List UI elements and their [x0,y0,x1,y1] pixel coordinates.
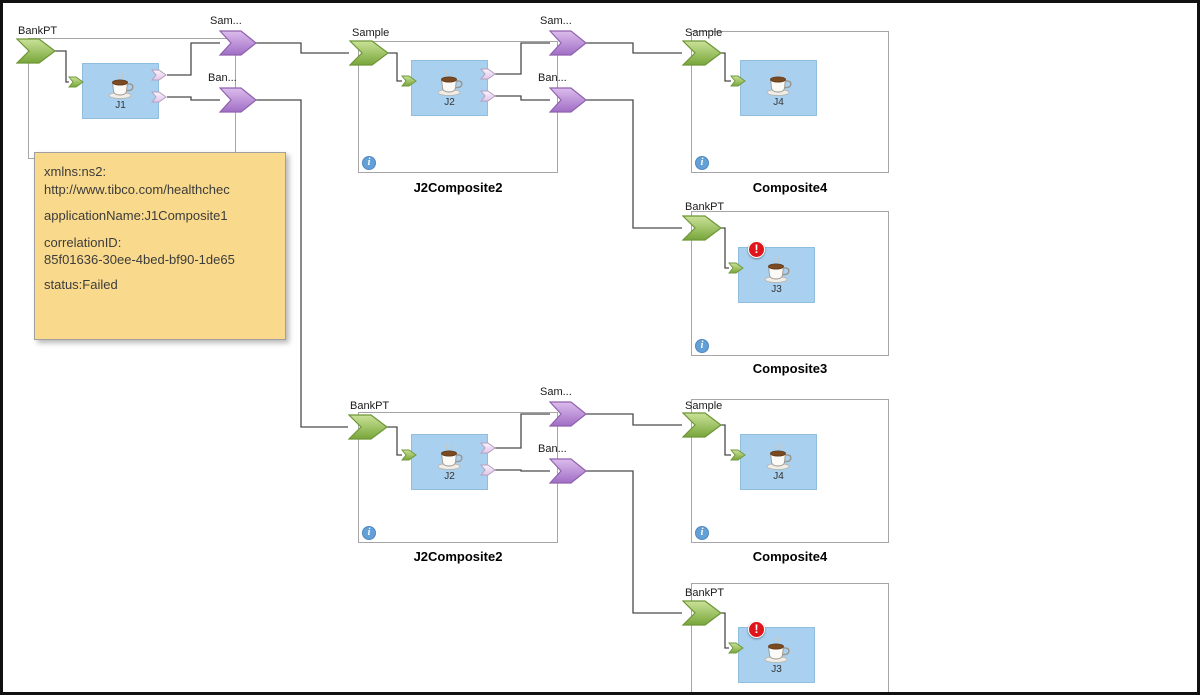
input-arrow-icon[interactable] [682,39,722,67]
input-port-label: BankPT [685,587,725,599]
error-glyph: ! [754,622,759,636]
input-port-label: BankPT [350,400,390,412]
input-arrow-icon[interactable] [16,37,56,65]
component-input-port-icon[interactable] [401,447,417,463]
component-output-port-icon[interactable] [480,88,496,104]
component-name: J2 [444,96,455,108]
component-output-port-icon[interactable] [480,440,496,456]
info-icon[interactable]: i [695,339,709,353]
tooltip-line: correlationID: [44,234,122,250]
java-cup-icon [437,443,463,470]
component-output-port-icon[interactable] [151,89,167,105]
status-tooltip: xmlns:ns2: http://www.tibco.com/healthch… [34,152,286,340]
java-cup-icon [764,256,790,283]
output-port-label: Ban... [208,72,237,84]
info-icon[interactable]: i [695,156,709,170]
composite-label: Composite3 [752,361,828,376]
info-icon[interactable]: i [695,526,709,540]
component-j2[interactable]: J2 [411,434,488,490]
component-input-port-icon[interactable] [401,73,417,89]
component-output-port-icon[interactable] [480,66,496,82]
java-cup-icon [764,636,790,663]
composite-box[interactable] [691,399,889,543]
component-name: J4 [773,96,784,108]
connector-line [586,470,682,614]
composite-box[interactable] [691,583,889,692]
input-arrow-icon[interactable] [682,599,722,627]
input-port-label: Sample [685,400,723,412]
input-arrow-icon[interactable] [682,214,722,242]
composite-box[interactable] [691,31,889,173]
component-j2[interactable]: J2 [411,60,488,116]
component-output-port-icon[interactable] [480,462,496,478]
input-port-label: BankPT [685,201,725,213]
info-glyph: i [367,157,371,168]
component-input-port-icon[interactable] [730,73,746,89]
info-glyph: i [700,340,704,351]
info-glyph: i [700,527,704,538]
input-port-label: Sample [685,27,723,39]
input-port-label: BankPT [18,25,58,37]
output-arrow-icon[interactable] [549,457,587,485]
info-icon[interactable]: i [362,526,376,540]
component-j4[interactable]: J4 [740,434,817,490]
info-glyph: i [367,527,371,538]
component-name: J3 [771,283,782,295]
component-j4[interactable]: J4 [740,60,817,116]
component-input-port-icon[interactable] [68,74,84,90]
output-arrow-icon[interactable] [219,29,257,57]
composite-label: J2Composite2 [413,180,503,195]
output-arrow-icon[interactable] [549,400,587,428]
input-arrow-icon[interactable] [682,411,722,439]
java-cup-icon [437,69,463,96]
output-arrow-icon[interactable] [549,86,587,114]
composite-box[interactable] [691,211,889,356]
output-port-label: Sam... [540,386,572,398]
composite-label: J2Composite2 [413,549,503,564]
composite-label: Composite4 [752,549,828,564]
output-port-label: Ban... [538,443,567,455]
tooltip-line: 85f01636-30ee-4bed-bf90-1de65 [44,252,235,268]
input-arrow-icon[interactable] [348,413,388,441]
component-name: J3 [771,663,782,675]
error-glyph: ! [754,242,759,256]
tooltip-line: http://www.tibco.com/healthchec [44,181,230,197]
connector-line [256,42,349,54]
output-arrow-icon[interactable] [549,29,587,57]
composite-label: Composite4 [752,180,828,195]
output-port-label: Sam... [210,15,242,27]
info-icon[interactable]: i [362,156,376,170]
component-input-port-icon[interactable] [730,447,746,463]
input-port-label: Sample [352,27,390,39]
error-icon[interactable]: ! [748,621,765,638]
java-cup-icon [108,72,134,99]
tooltip-line: status:Failed [44,276,118,292]
java-cup-icon [766,443,792,470]
output-port-label: Sam... [540,15,572,27]
component-input-port-icon[interactable] [728,640,744,656]
info-glyph: i [700,157,704,168]
input-arrow-icon[interactable] [349,39,389,67]
output-arrow-icon[interactable] [219,86,257,114]
component-name: J1 [115,99,126,111]
tooltip-line: xmlns:ns2: [44,164,107,179]
component-input-port-icon[interactable] [728,260,744,276]
connector-line [586,413,682,426]
output-port-label: Ban... [538,72,567,84]
connector-line [586,99,682,229]
tooltip-line: applicationName:J1Composite1 [44,208,228,224]
connector-line [586,42,682,54]
error-icon[interactable]: ! [748,241,765,258]
component-j1[interactable]: J1 [82,63,159,119]
component-name: J2 [444,470,455,482]
component-name: J4 [773,470,784,482]
java-cup-icon [766,69,792,96]
component-output-port-icon[interactable] [151,67,167,83]
